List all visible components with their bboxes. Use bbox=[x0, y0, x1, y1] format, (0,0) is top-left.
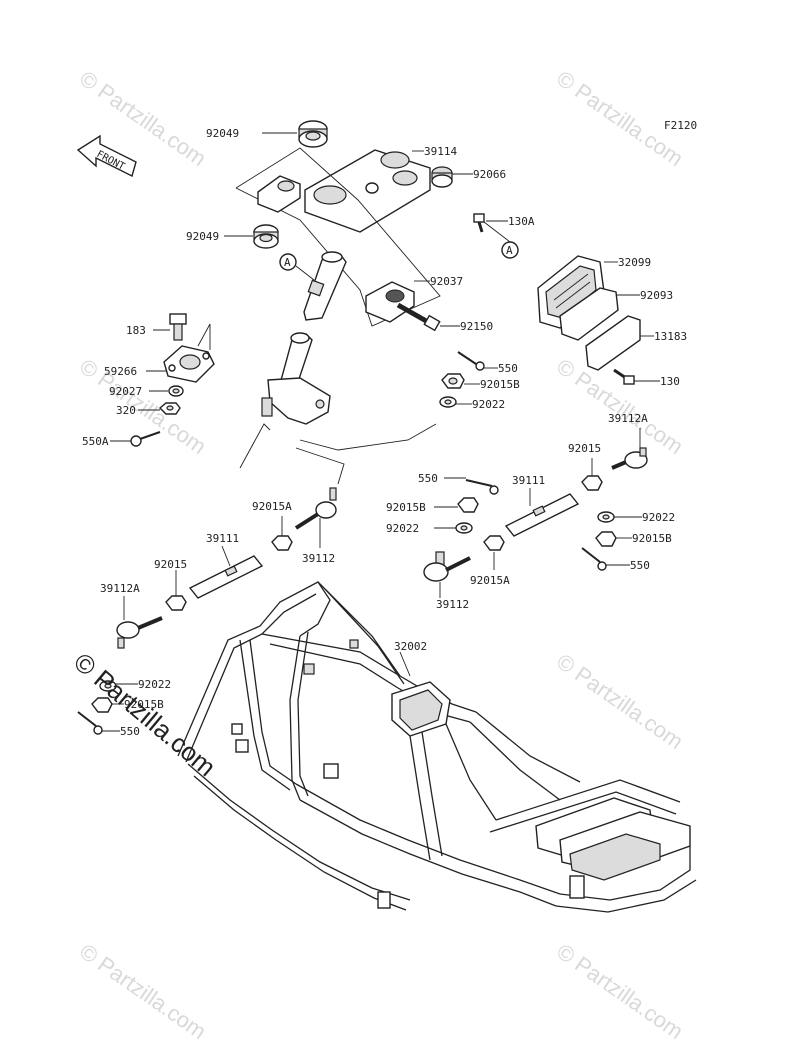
cotter-550-upper bbox=[457, 351, 485, 371]
label-92015B-upper: 92015B bbox=[480, 378, 520, 391]
label-92022-right: 92022 bbox=[642, 511, 675, 524]
bearing-59266 bbox=[163, 345, 215, 383]
label-130A: 130A bbox=[508, 215, 535, 228]
bushing-92049-bottom bbox=[253, 224, 279, 249]
svg-text:A: A bbox=[506, 244, 513, 257]
label-92093: 92093 bbox=[640, 289, 673, 302]
label-92022-upper: 92022 bbox=[472, 398, 505, 411]
label-130: 130 bbox=[660, 375, 680, 388]
tie-rod-end-39112A-right bbox=[611, 447, 648, 470]
cotter-550A bbox=[130, 431, 161, 447]
bushing-92049-top bbox=[298, 120, 328, 148]
washer-92022-right bbox=[597, 511, 615, 523]
steering-shaft-upper bbox=[303, 251, 347, 321]
label-59266: 59266 bbox=[104, 365, 137, 378]
label-92015A-right: 92015A bbox=[470, 574, 510, 587]
cover-32099 bbox=[537, 255, 605, 329]
label-92015B-mid: 92015B bbox=[386, 501, 426, 514]
cap-92066 bbox=[431, 166, 453, 188]
nut-92015B-upper bbox=[441, 373, 465, 389]
label-92049-top: 92049 bbox=[206, 127, 239, 140]
label-320: 320 bbox=[116, 404, 136, 417]
bolt-183 bbox=[169, 313, 187, 341]
label-92066: 92066 bbox=[473, 168, 506, 181]
tube-39111-right bbox=[504, 493, 580, 537]
label-13183: 13183 bbox=[654, 330, 687, 343]
label-39112A-left: 39112A bbox=[100, 582, 140, 595]
cotter-550-mid bbox=[465, 479, 499, 495]
plate-13183 bbox=[585, 315, 641, 371]
cotter-550-left bbox=[77, 711, 103, 735]
label-92022-mid: 92022 bbox=[386, 522, 419, 535]
nut-92015A-left bbox=[271, 535, 293, 551]
label-39112-right: 39112 bbox=[436, 598, 469, 611]
label-550A: 550A bbox=[82, 435, 109, 448]
tie-rod-end-39112-right bbox=[423, 551, 471, 582]
frame-32002 bbox=[177, 581, 697, 913]
cotter-550-right bbox=[581, 547, 607, 571]
nut-320 bbox=[158, 402, 181, 415]
front-arrow-icon: FRONT bbox=[76, 134, 137, 178]
label-92027: 92027 bbox=[109, 385, 142, 398]
label-92015A-left: 92015A bbox=[252, 500, 292, 513]
label-92022-left: 92022 bbox=[138, 678, 171, 691]
gasket-92093 bbox=[559, 287, 619, 341]
label-550-upper: 550 bbox=[498, 362, 518, 375]
label-92015-right: 92015 bbox=[568, 442, 601, 455]
label-39111-left: 39111 bbox=[206, 532, 239, 545]
label-39112A-right: 39112A bbox=[608, 412, 648, 425]
steering-shaft-lower bbox=[261, 332, 331, 425]
svg-text:A: A bbox=[284, 256, 291, 269]
label-92015B-right: 92015B bbox=[632, 532, 672, 545]
watermark-text: © Partzilla.com bbox=[552, 939, 688, 1045]
ref-marker-a-left: A bbox=[279, 253, 297, 271]
clamp-upper bbox=[257, 175, 301, 213]
watermark-text: © Partzilla.com bbox=[552, 649, 688, 755]
label-92015-left: 92015 bbox=[154, 558, 187, 571]
bolt-92150 bbox=[396, 302, 441, 332]
diagram-code: F2120 bbox=[664, 119, 697, 132]
washer-92022-upper bbox=[439, 396, 457, 408]
label-550-right: 550 bbox=[630, 559, 650, 572]
nut-92015A-right bbox=[483, 535, 505, 551]
label-183: 183 bbox=[126, 324, 146, 337]
tie-rod-end-39112-left bbox=[294, 487, 337, 530]
label-32099: 32099 bbox=[618, 256, 651, 269]
label-550-mid: 550 bbox=[418, 472, 438, 485]
ref-marker-a-right: A bbox=[501, 241, 519, 259]
washer-92022-mid bbox=[455, 522, 473, 534]
bolt-130 bbox=[613, 368, 635, 385]
nut-92015-left bbox=[165, 595, 187, 611]
nut-92015B-right bbox=[595, 531, 617, 547]
tube-39111-left bbox=[188, 555, 264, 599]
label-39114: 39114 bbox=[424, 145, 457, 158]
watermark-foreground: © Partzilla.com bbox=[68, 647, 221, 783]
tie-rod-end-39112A-left bbox=[116, 616, 163, 649]
label-92037: 92037 bbox=[430, 275, 463, 288]
label-92015B-left: 92015B bbox=[124, 698, 164, 711]
label-32002: 32002 bbox=[394, 640, 427, 653]
holder-39114 bbox=[304, 149, 431, 233]
label-550-left: 550 bbox=[120, 725, 140, 738]
label-39112-left: 39112 bbox=[302, 552, 335, 565]
label-92049-bottom: 92049 bbox=[186, 230, 219, 243]
label-92150: 92150 bbox=[460, 320, 493, 333]
washer-92022-left bbox=[99, 680, 117, 692]
clamp-92037 bbox=[365, 281, 415, 323]
washer-92027 bbox=[168, 385, 184, 397]
bolt-130A bbox=[473, 213, 485, 233]
nut-92015-right bbox=[581, 475, 603, 491]
watermark-text: © Partzilla.com bbox=[75, 939, 211, 1045]
label-39111-right: 39111 bbox=[512, 474, 545, 487]
svg-text:© Partzilla.com: © Partzilla.com bbox=[68, 647, 221, 783]
nut-92015B-mid bbox=[457, 497, 479, 513]
